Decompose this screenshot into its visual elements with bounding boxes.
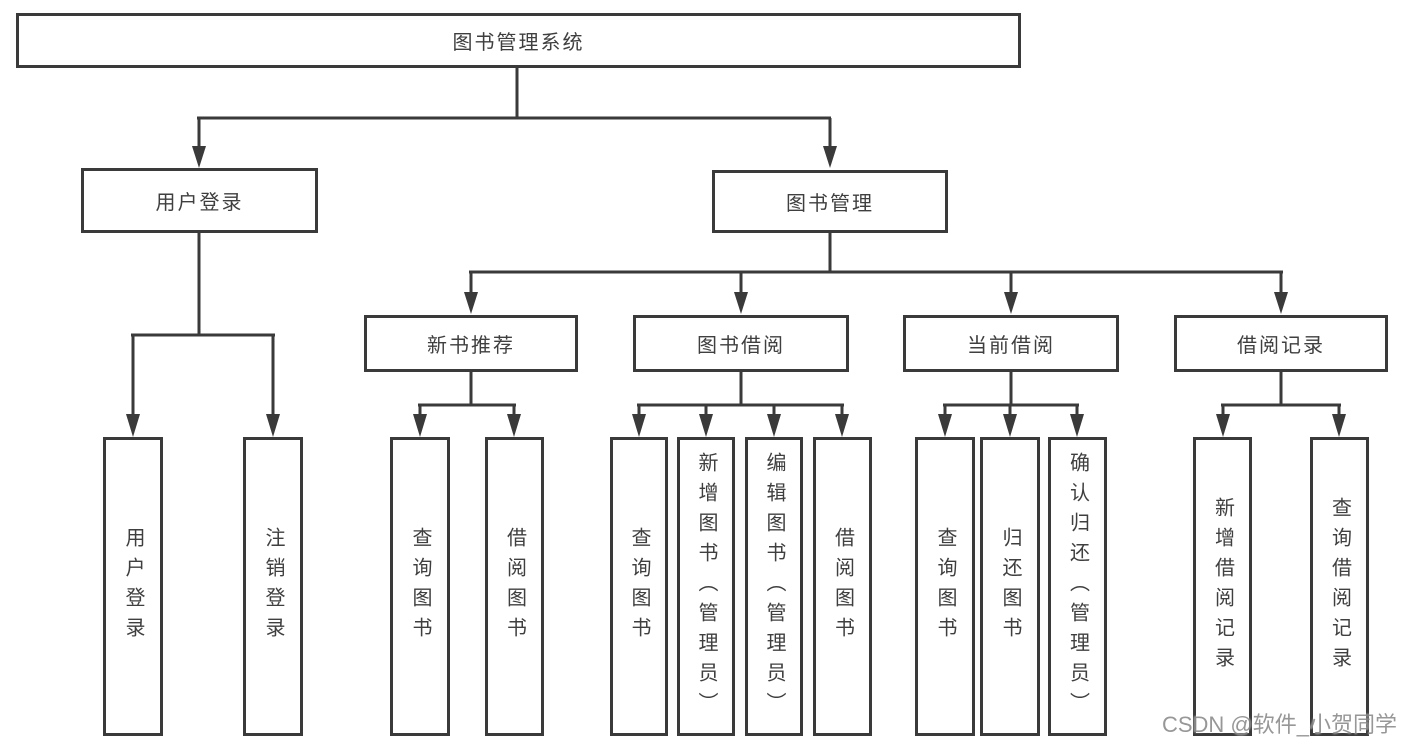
leaf-nb-borrow-book-label: 借阅图书 — [503, 526, 526, 647]
leaf-user-login: 用户登录 — [103, 437, 163, 736]
leaf-nb-borrow-book: 借阅图书 — [485, 437, 544, 736]
node-current-borrow: 当前借阅 — [903, 315, 1119, 372]
leaf-rec-query-record: 查询借阅记录 — [1310, 437, 1369, 736]
node-root: 图书管理系统 — [16, 13, 1021, 68]
leaf-bb-borrow-book: 借阅图书 — [813, 437, 872, 736]
node-book-management: 图书管理 — [712, 170, 948, 233]
leaf-nb-query-book: 查询图书 — [390, 437, 450, 736]
node-book-management-label: 图书管理 — [786, 193, 874, 215]
leaf-cur-query-book: 查询图书 — [915, 437, 975, 736]
leaf-rec-add-record-label: 新增借阅记录 — [1211, 496, 1234, 677]
leaf-nb-query-book-label: 查询图书 — [409, 526, 431, 647]
leaf-bb-borrow-book-label: 借阅图书 — [831, 526, 854, 647]
arrowheads — [126, 146, 1346, 437]
leaf-bb-add-book-admin: 新增图书（管理员） — [677, 437, 735, 736]
node-borrow-record-label: 借阅记录 — [1237, 335, 1325, 357]
node-current-borrow-label: 当前借阅 — [967, 335, 1055, 357]
node-user-login-label: 用户登录 — [155, 192, 244, 214]
leaf-cur-query-book-label: 查询图书 — [934, 526, 956, 647]
leaf-rec-query-record-label: 查询借阅记录 — [1328, 496, 1351, 677]
leaf-bb-query-book-label: 查询图书 — [628, 526, 650, 647]
leaf-cur-confirm-return-admin: 确认归还（管理员） — [1048, 437, 1107, 736]
node-root-label: 图书管理系统 — [452, 32, 585, 54]
node-book-borrow-label: 图书借阅 — [697, 335, 785, 357]
leaf-rec-add-record: 新增借阅记录 — [1193, 437, 1252, 736]
leaf-logout: 注销登录 — [243, 437, 303, 736]
leaf-bb-query-book: 查询图书 — [610, 437, 668, 736]
node-new-book-recommend-label: 新书推荐 — [427, 335, 515, 357]
leaf-user-login-label: 用户登录 — [122, 526, 144, 647]
node-user-login: 用户登录 — [81, 168, 318, 233]
node-new-book-recommend: 新书推荐 — [364, 315, 578, 372]
leaf-bb-edit-book-admin-label: 编辑图书（管理员） — [763, 451, 785, 722]
leaf-bb-add-book-admin-label: 新增图书（管理员） — [695, 451, 717, 722]
leaf-bb-edit-book-admin: 编辑图书（管理员） — [745, 437, 803, 736]
leaf-logout-label: 注销登录 — [262, 526, 284, 647]
leaf-cur-confirm-return-admin-label: 确认归还（管理员） — [1066, 451, 1089, 722]
node-borrow-record: 借阅记录 — [1174, 315, 1388, 372]
leaf-cur-return-book-label: 归还图书 — [999, 526, 1021, 647]
node-book-borrow: 图书借阅 — [633, 315, 849, 372]
leaf-cur-return-book: 归还图书 — [980, 437, 1040, 736]
